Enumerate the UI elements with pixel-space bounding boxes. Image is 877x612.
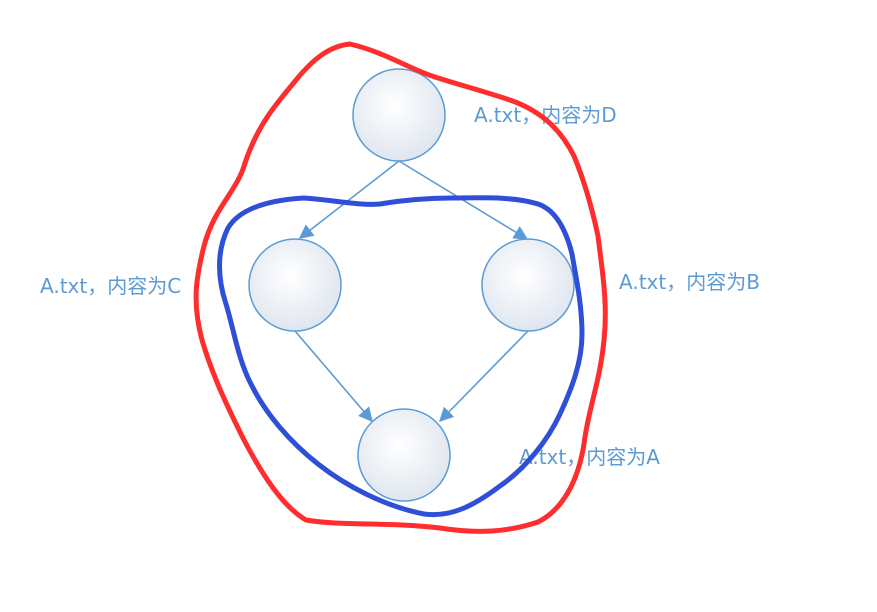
node-d-circle bbox=[352, 68, 446, 162]
edge-c-to-a bbox=[294, 330, 373, 423]
node-a-label: A.txt，内容为A bbox=[519, 445, 660, 469]
node-b-label: A.txt，内容为B bbox=[619, 270, 760, 294]
node-c-circle bbox=[248, 238, 342, 332]
nodes bbox=[248, 68, 575, 502]
edge-b-to-a bbox=[438, 330, 529, 423]
node-a-circle bbox=[357, 408, 451, 502]
edges bbox=[294, 160, 529, 423]
node-d-label: A.txt，内容为D bbox=[474, 103, 617, 127]
node-c-label: A.txt，内容为C bbox=[40, 274, 181, 298]
inner-highlight-outline bbox=[217, 195, 585, 518]
labels: A.txt，内容为D A.txt，内容为C A.txt，内容为B A.txt，内… bbox=[40, 103, 760, 469]
edge-d-to-c bbox=[298, 160, 400, 239]
outer-highlight-outline bbox=[193, 41, 608, 534]
node-b-circle bbox=[481, 238, 575, 332]
